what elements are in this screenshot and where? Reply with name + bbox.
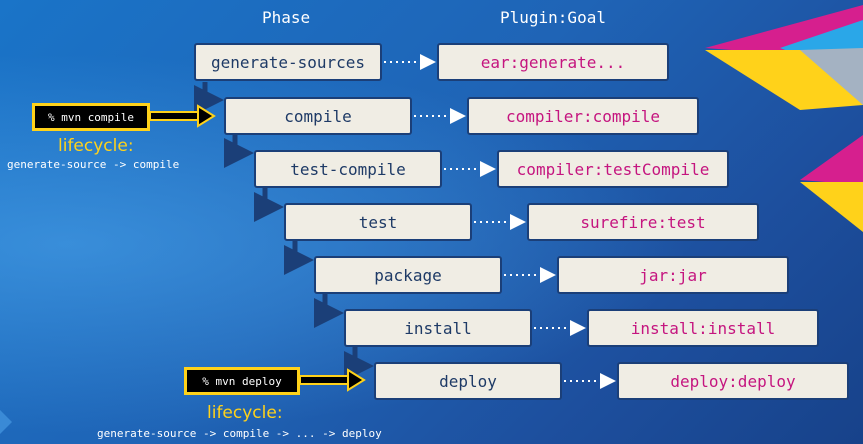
phase-connectors xyxy=(194,82,374,381)
compile-lifecycle-label: lifecycle: xyxy=(58,136,134,156)
deploy-lifecycle-sequence: generate-source -> compile -> ... -> dep… xyxy=(97,427,382,440)
corner-chevrons-bottom xyxy=(800,135,863,232)
phase-test: test xyxy=(284,203,472,241)
goal-column-header: Plugin:Goal xyxy=(500,8,606,27)
corner-chevrons-top xyxy=(705,5,863,110)
goal-ear-generate: ear:generate... xyxy=(437,43,669,81)
goal-jar-jar: jar:jar xyxy=(557,256,789,294)
mvn-compile-command: % mvn compile xyxy=(32,103,150,131)
goal-compiler-compile: compiler:compile xyxy=(467,97,699,135)
mvn-deploy-command: % mvn deploy xyxy=(184,367,300,395)
goal-compiler-testcompile: compiler:testCompile xyxy=(497,150,729,188)
corner-chevron-left xyxy=(0,410,12,434)
phase-generate-sources: generate-sources xyxy=(194,43,382,81)
phase-package: package xyxy=(314,256,502,294)
command-arrows xyxy=(149,104,366,392)
phase-deploy: deploy xyxy=(374,362,562,400)
phase-test-compile: test-compile xyxy=(254,150,442,188)
phase-column-header: Phase xyxy=(262,8,311,27)
deploy-lifecycle-label: lifecycle: xyxy=(207,403,283,423)
goal-surefire-test: surefire:test xyxy=(527,203,759,241)
phase-install: install xyxy=(344,309,532,347)
compile-lifecycle-sequence: generate-source -> compile xyxy=(7,158,180,171)
goal-arrows xyxy=(384,54,616,389)
phase-compile: compile xyxy=(224,97,412,135)
goal-install-install: install:install xyxy=(587,309,819,347)
goal-deploy-deploy: deploy:deploy xyxy=(617,362,849,400)
